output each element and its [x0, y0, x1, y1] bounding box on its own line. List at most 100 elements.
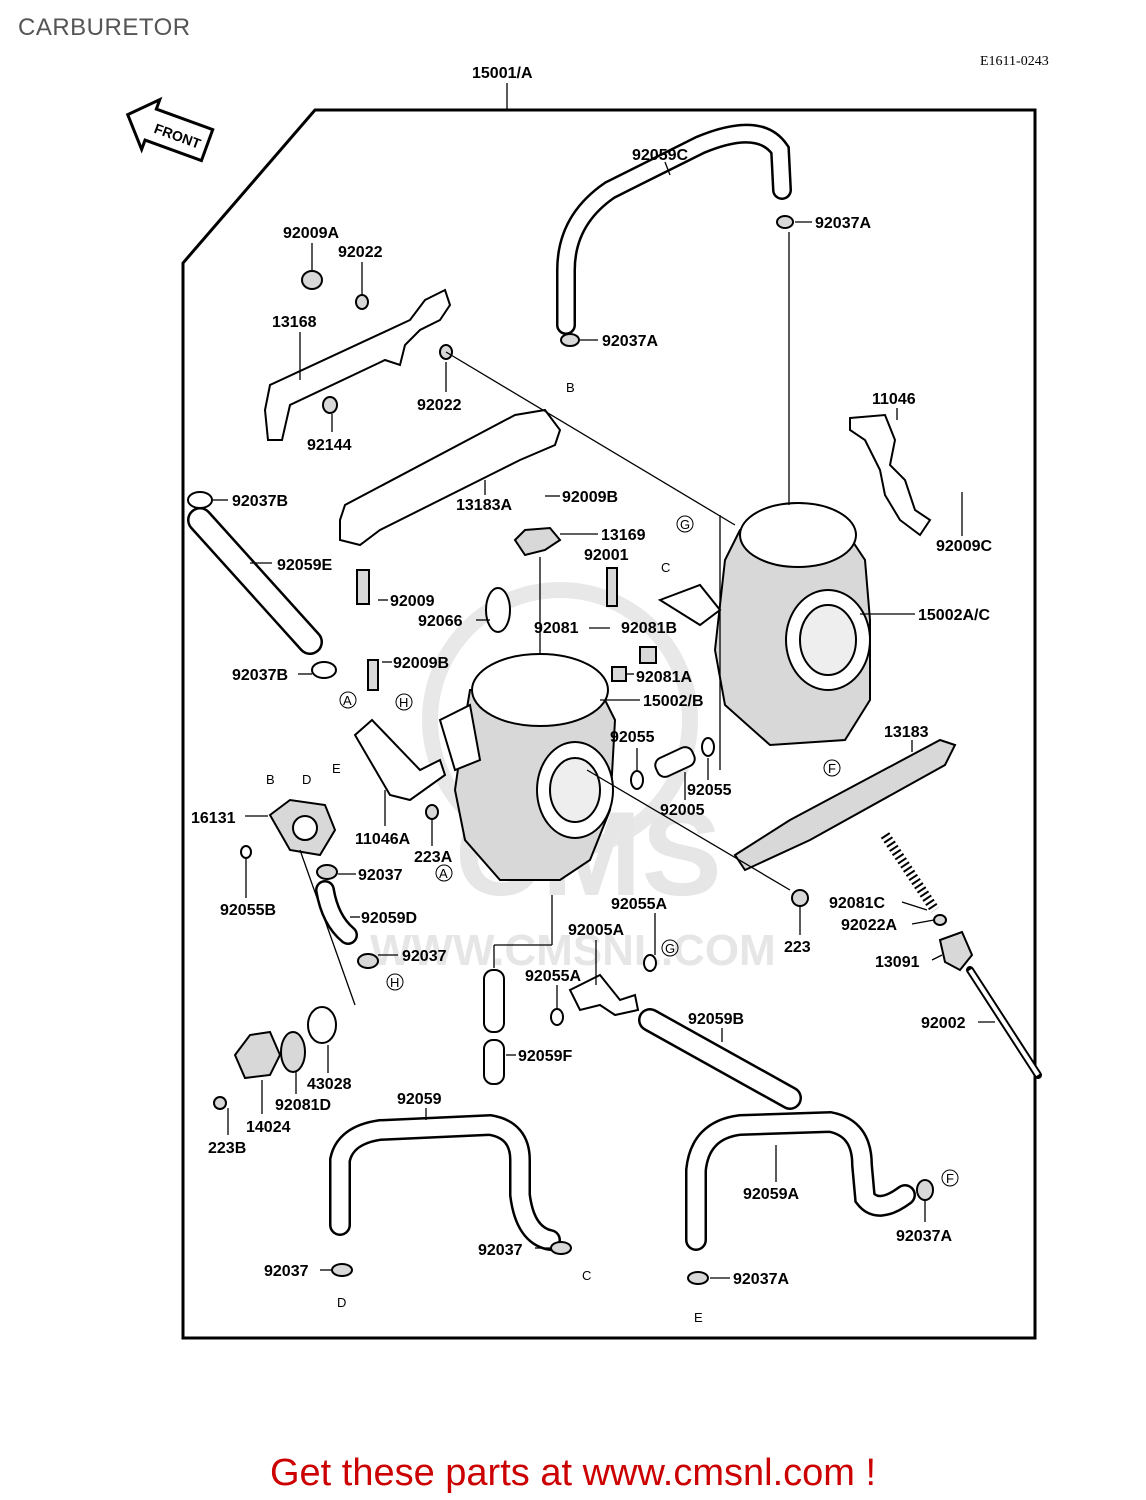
screw-223B — [213, 1096, 227, 1110]
label-13169: 13169 — [601, 527, 646, 544]
spring-92081A — [611, 666, 627, 682]
bolt-92009A — [301, 270, 323, 290]
label-92001: 92001 — [584, 547, 629, 564]
ref-mark-d-left: D — [302, 772, 311, 787]
label-92066: 92066 — [418, 613, 463, 630]
label-92009: 92009 — [390, 593, 435, 610]
ref-mark-b-left: B — [266, 772, 275, 787]
label-92055B: 92055B — [220, 902, 276, 919]
label-92055A-b: 92055A — [525, 968, 581, 985]
label-92005: 92005 — [660, 802, 705, 819]
label-92037A-bot: 92037A — [896, 1228, 952, 1245]
label-92081B: 92081B — [621, 620, 677, 637]
label-92037B-top: 92037B — [232, 493, 288, 510]
clamp-92037A-bot — [916, 1179, 934, 1201]
bracket-13168 — [263, 288, 452, 441]
watermark-url-text: WWW.CMSNL.COM — [370, 926, 776, 975]
assembly-outline — [181, 108, 1037, 1340]
ref-mark-g-mid: G — [680, 517, 690, 532]
label-11046A: 11046A — [355, 831, 411, 848]
label-13168: 13168 — [272, 314, 317, 331]
screw-92001 — [606, 567, 618, 607]
bracket-11046 — [849, 413, 932, 537]
washer-92022A — [933, 914, 947, 926]
clamp-92037A-mid — [560, 333, 580, 347]
ref-mark-e-bot: E — [694, 1310, 703, 1325]
clamp-92037A-e — [687, 1271, 709, 1285]
ref-mark-c-bot: C — [582, 1268, 591, 1283]
pipe-92005 — [654, 746, 696, 778]
oring-92055-a — [630, 770, 644, 790]
label-11046: 11046 — [872, 391, 916, 408]
label-13183A: 13183A — [456, 497, 512, 514]
bracket-11046A — [353, 718, 447, 802]
ref-mark-b-top: B — [566, 380, 575, 395]
label-92022-a: 92022 — [338, 244, 383, 261]
screw-92009 — [356, 569, 370, 605]
label-15002AC: 15002A/C — [918, 607, 990, 624]
ref-mark-a-low: A — [439, 866, 448, 881]
label-92037A-mid: 92037A — [602, 333, 658, 350]
label-92055A-a: 92055A — [611, 896, 667, 913]
oring-92055A-b — [550, 1008, 564, 1026]
ref-mark-g-low: G — [665, 941, 675, 956]
label-92059F: 92059F — [518, 1048, 572, 1065]
label-223: 223 — [784, 939, 811, 956]
label-92081C: 92081C — [829, 895, 885, 912]
ref-mark-a-mid: A — [343, 693, 352, 708]
assembly-label: 15001/A — [472, 65, 533, 82]
cover-14024 — [233, 1030, 282, 1080]
clamp-92037-b — [357, 953, 379, 969]
label-223B: 223B — [208, 1140, 246, 1157]
ref-mark-c-mid: C — [661, 560, 670, 575]
carburetor-15002AC — [657, 502, 871, 747]
screw-13091 — [938, 930, 974, 972]
ref-mark-e-left: E — [332, 761, 341, 776]
label-92002: 92002 — [921, 1015, 966, 1032]
spring-92081C — [880, 832, 940, 913]
link-rod-13183 — [733, 738, 957, 872]
label-92055-a: 92055 — [610, 729, 655, 746]
part-number-labels: 92059C 92037A 92009A 92022 13168 92037A … — [191, 147, 992, 1288]
label-13183: 13183 — [884, 724, 929, 741]
hose-92059C — [556, 123, 792, 335]
label-223A: 223A — [414, 849, 453, 866]
hose-92059A — [685, 1110, 916, 1251]
label-92005A: 92005A — [568, 922, 624, 939]
spring-92081D — [280, 1031, 306, 1073]
label-92037-a: 92037 — [358, 867, 403, 884]
oring-92055-b — [701, 737, 715, 757]
label-92059A: 92059A — [743, 1186, 799, 1203]
label-92022A: 92022A — [841, 917, 897, 934]
label-92037A-top: 92037A — [815, 215, 871, 232]
hose-92059F — [483, 969, 505, 1085]
label-16131: 16131 — [191, 810, 236, 827]
fuel-tee-92005A — [568, 973, 640, 1017]
front-arrow-icon: FRONT — [125, 96, 215, 163]
label-13091: 13091 — [875, 954, 920, 971]
clamp-92037-d — [550, 1241, 572, 1255]
clamp-92037A-top — [776, 215, 794, 229]
label-14024: 14024 — [246, 1119, 291, 1136]
label-92081: 92081 — [534, 620, 579, 637]
clamp-92037-c — [331, 1263, 353, 1277]
ref-mark-f-mid: F — [828, 761, 836, 776]
label-92059D: 92059D — [361, 910, 417, 927]
label-92081D: 92081D — [275, 1097, 331, 1114]
hose-92059D — [315, 880, 358, 945]
label-92059E: 92059E — [277, 557, 332, 574]
label-43028: 43028 — [307, 1076, 352, 1093]
label-92055-b: 92055 — [687, 782, 732, 799]
hose-92059E — [187, 507, 323, 655]
label-92144: 92144 — [307, 437, 352, 454]
ref-mark-h-low: H — [390, 975, 399, 990]
hose-92059 — [329, 1113, 561, 1251]
cmsnl-link[interactable]: Get these parts at www.cmsnl.com ! — [269, 1452, 877, 1494]
label-92022-b: 92022 — [417, 397, 462, 414]
ref-mark-f-low: F — [946, 1171, 954, 1186]
label-92059C: 92059C — [632, 147, 688, 164]
screw-92009B — [367, 659, 379, 691]
clamp-92037B-top — [187, 491, 213, 509]
hose-92059B — [638, 1008, 802, 1110]
